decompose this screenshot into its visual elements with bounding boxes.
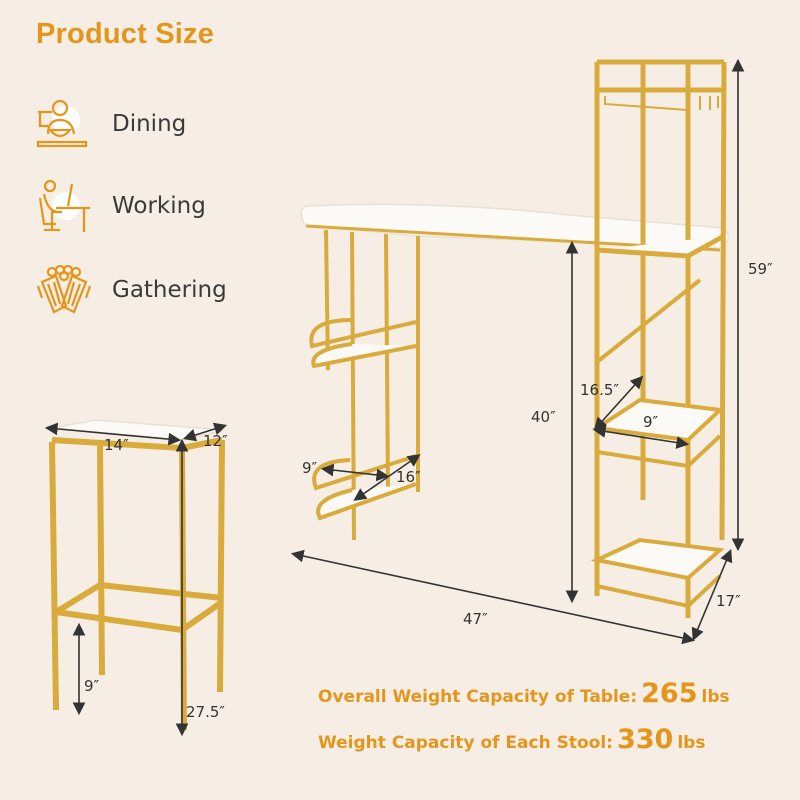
beer-mugs-cheers-icon [34, 262, 94, 318]
feature-working: Working [34, 178, 206, 234]
tower-shelf-width-label: 16.5″ [580, 381, 620, 399]
table-height-label: 40″ [531, 408, 556, 426]
table-length-label: 47″ [463, 610, 488, 628]
side-shelf-width-label: 16″ [396, 468, 421, 486]
stool-width-label: 14″ [104, 436, 129, 454]
feature-gathering: Gathering [34, 262, 227, 318]
table-capacity-value: 265 [641, 678, 698, 709]
stool-capacity-unit: lbs [677, 733, 706, 753]
storage-tower [590, 59, 727, 618]
tower-height-label: 59″ [748, 260, 773, 278]
stool-depth-label: 12″ [203, 432, 228, 450]
feature-label: Gathering [112, 277, 227, 303]
stool-capacity-value: 330 [616, 724, 674, 755]
feature-label: Dining [112, 111, 187, 137]
stool-capacity-label: Weight Capacity of Each Stool: [318, 733, 613, 753]
feature-dining: Dining [34, 96, 186, 152]
table-capacity-label: Overall Weight Capacity of Table: [318, 687, 638, 707]
dining-person-icon [34, 96, 94, 152]
stool-footrest-height-label: 9″ [84, 677, 100, 695]
bar-stool [49, 419, 225, 731]
feature-label: Working [112, 193, 206, 219]
tower-shelf-depth-label: 9″ [643, 413, 659, 431]
page-title: Product Size [36, 18, 215, 50]
tower-depth-label: 17″ [716, 592, 741, 610]
side-shelf-depth-label: 9″ [302, 459, 318, 477]
person-at-desk-icon [34, 178, 94, 234]
table-capacity-unit: lbs [701, 687, 730, 707]
stool-height-label: 27.5″ [186, 703, 226, 721]
